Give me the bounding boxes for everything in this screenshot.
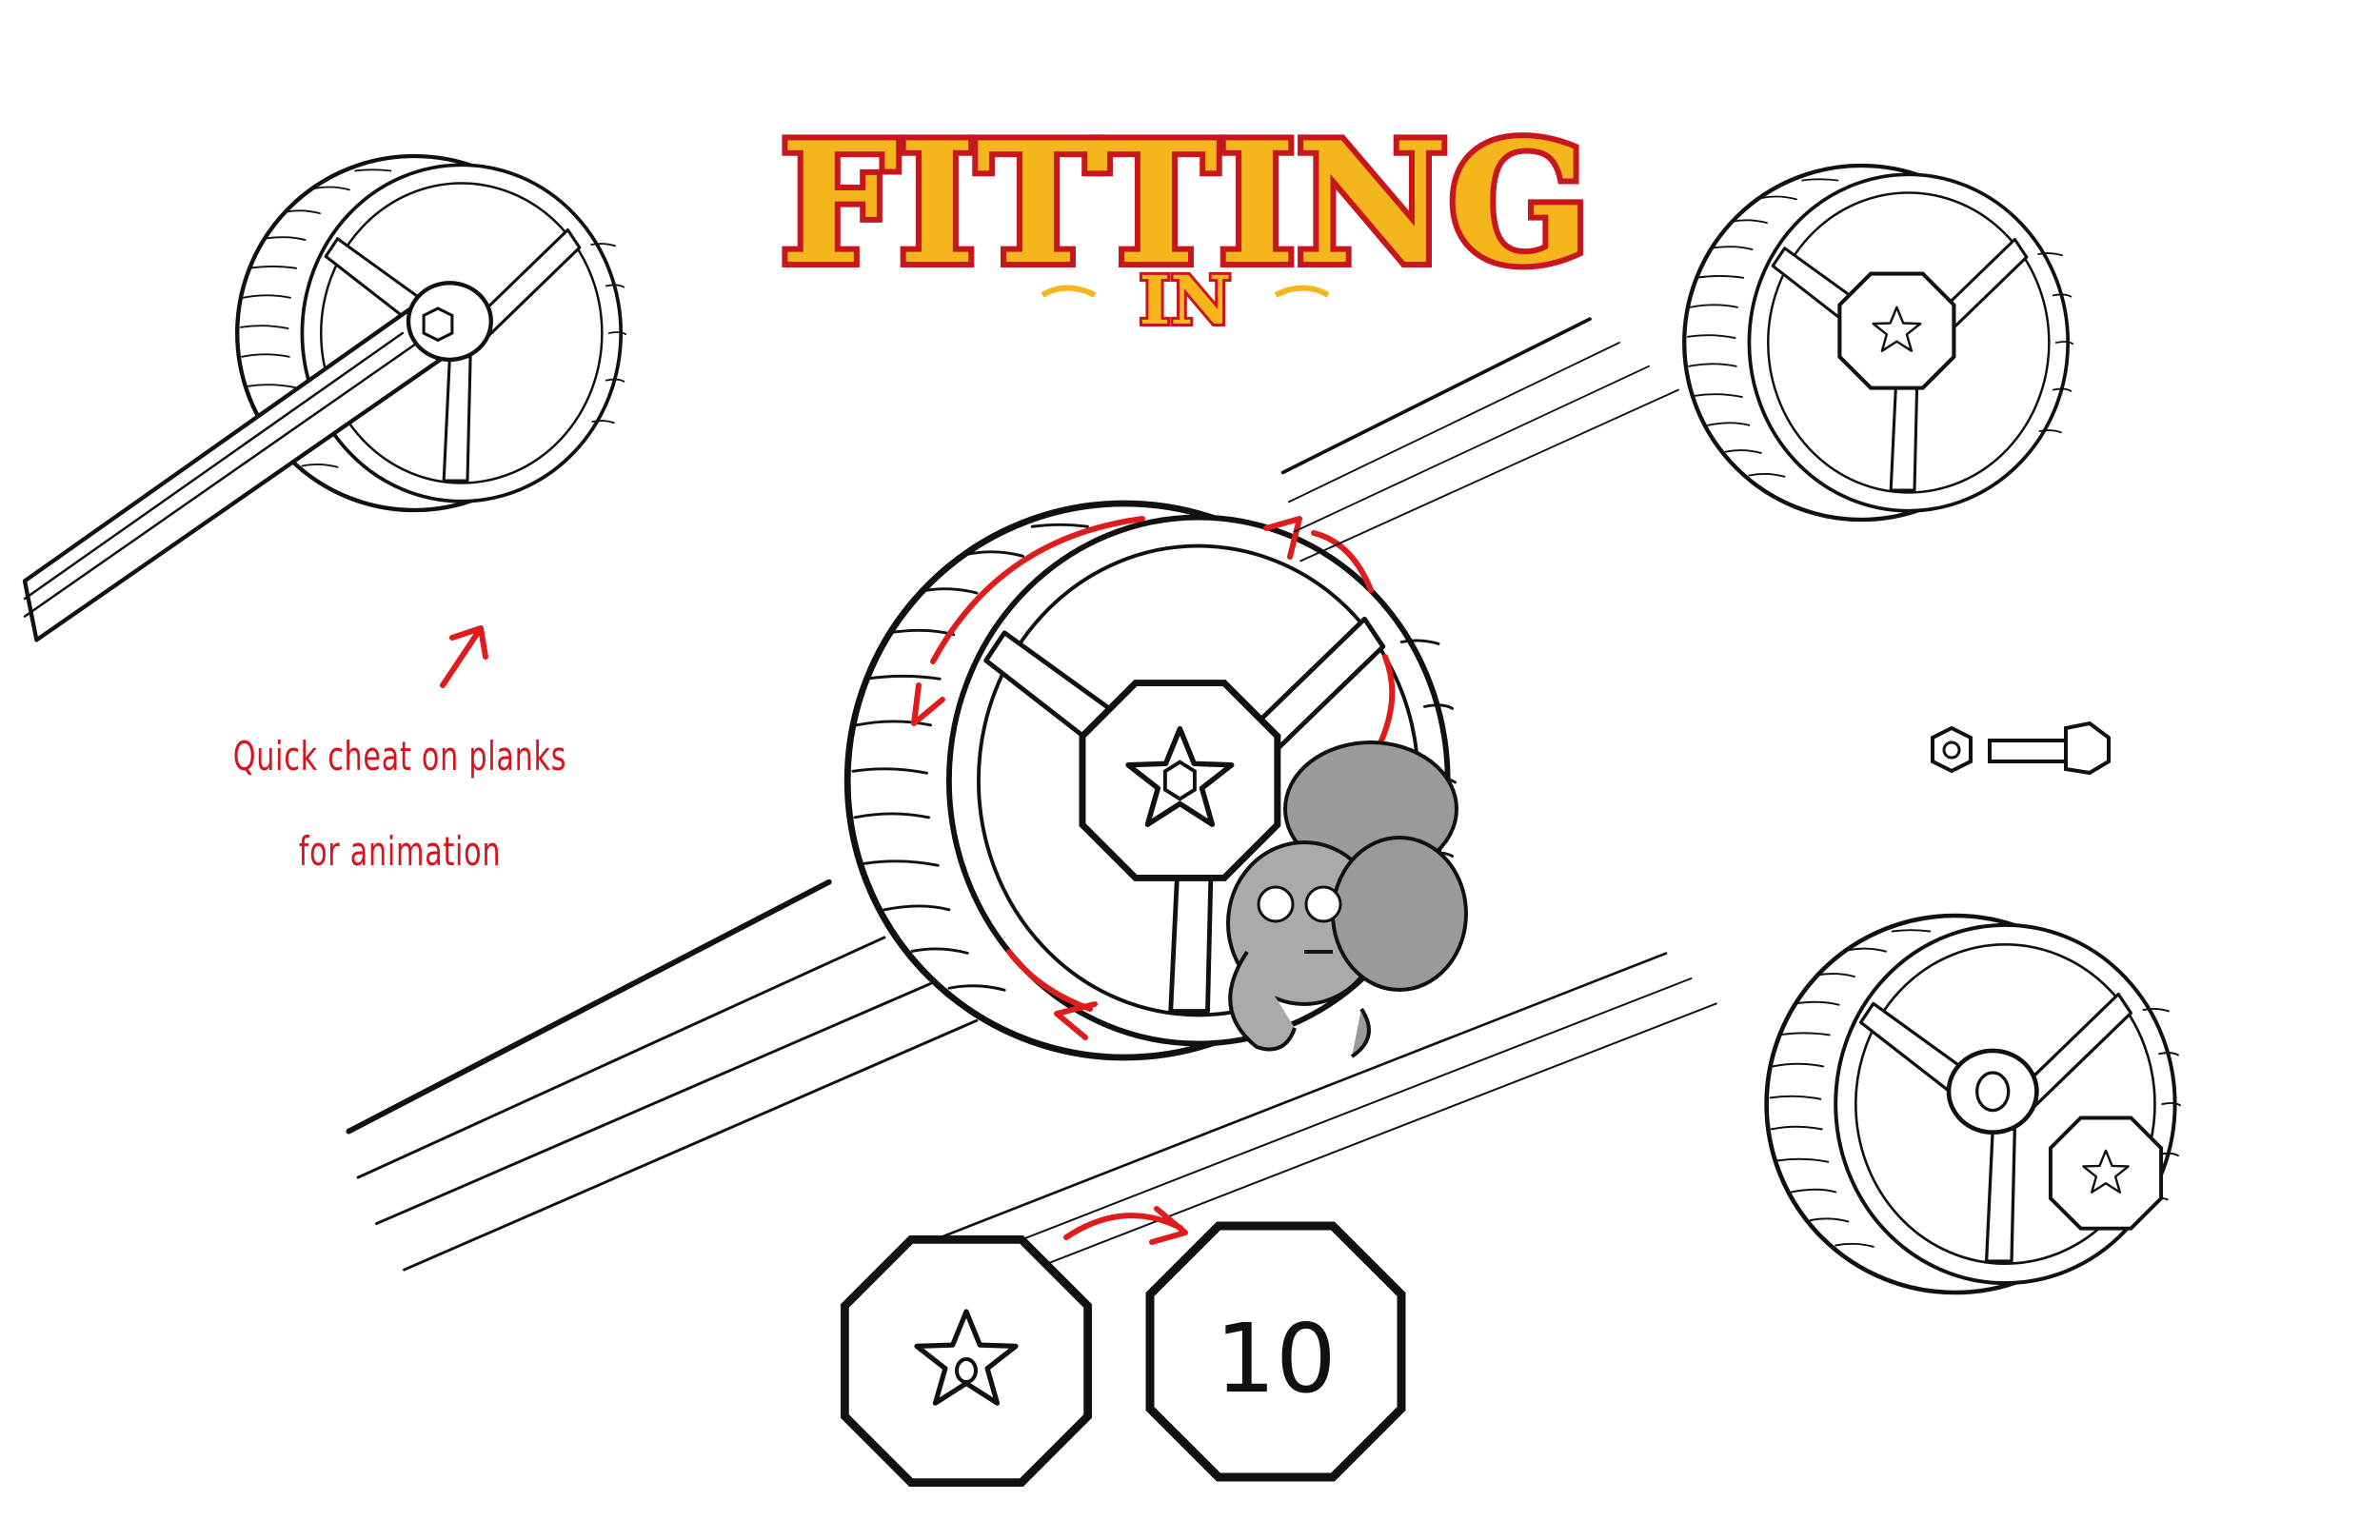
cap-swap-arrow	[1063, 1213, 1183, 1240]
bolt-icon	[1988, 739, 2068, 763]
elephant-character	[1226, 740, 1468, 1058]
wheel-center	[346, 503, 1455, 1272]
wheel-top-right	[1280, 166, 2073, 563]
hex-nut-icon	[422, 306, 454, 343]
arrow-to-planks	[440, 625, 488, 688]
title-logo: FITTING IN	[774, 101, 1597, 343]
wheel-top-left	[22, 156, 625, 642]
annotation-line-1: Quick cheat on planks	[232, 733, 567, 780]
nut-label: 10	[1215, 1303, 1336, 1414]
title-line2: IN	[1140, 261, 1232, 340]
star-cap-bottom	[844, 1239, 1087, 1482]
annotation-line-2: for animation	[298, 828, 502, 875]
nut-and-bolt	[1931, 721, 2111, 776]
title-line1: FITTING	[780, 107, 1591, 302]
wheel-bottom-right	[910, 916, 2180, 1313]
hex-nut-icon	[1931, 725, 1973, 774]
